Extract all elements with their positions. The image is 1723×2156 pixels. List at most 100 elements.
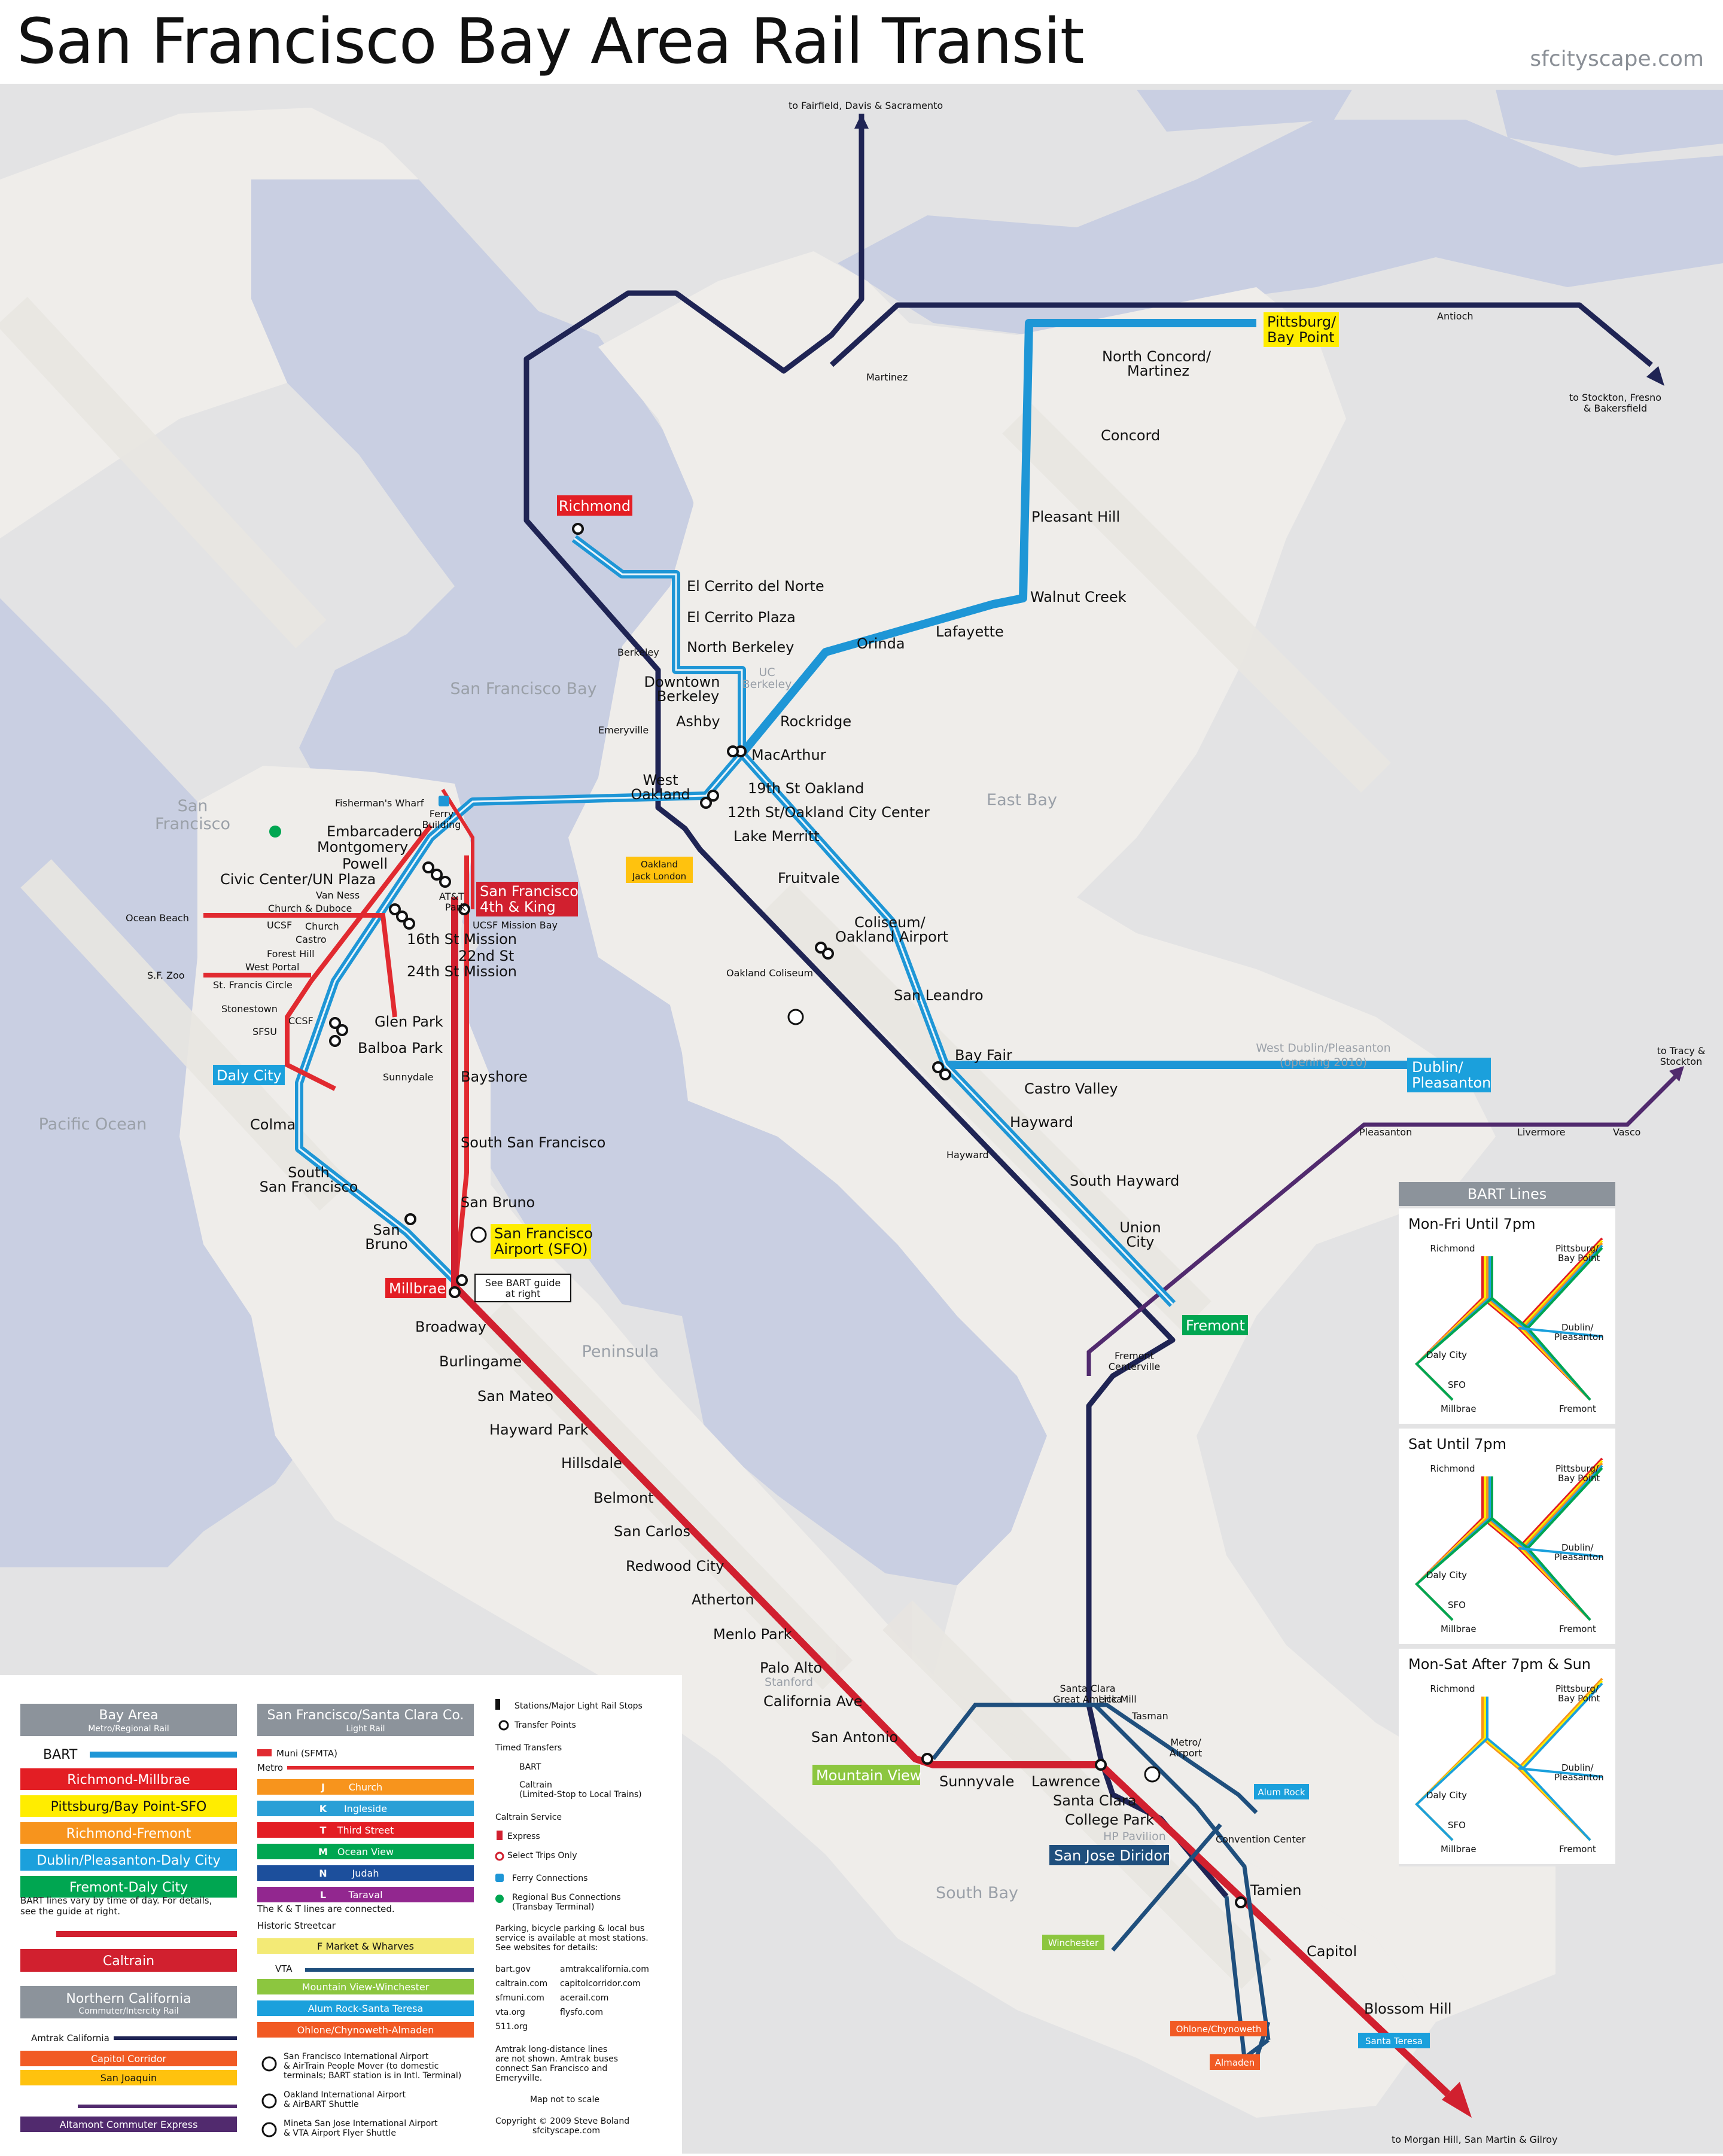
legend-historic: Historic Streetcar <box>257 1920 336 1931</box>
bart-guide-line <box>1486 1242 1603 1330</box>
legend-bart-line-box <box>20 1849 237 1871</box>
bart-guide-label: Pittsburg/ <box>1555 1243 1599 1254</box>
station-st-francis-circle: St. Francis Circle <box>213 979 293 991</box>
airport-icon-sjc <box>1144 1766 1161 1783</box>
legend-bart-line-label: Fremont-Daly City <box>69 1880 188 1895</box>
region-label-east-bay: East Bay <box>987 791 1057 809</box>
bart-guide-line <box>1518 1327 1603 1338</box>
bart-guide-line <box>1518 1547 1603 1558</box>
bart-guide-line <box>1484 1240 1603 1330</box>
station-uc-berkeley-2: Berkeley <box>742 678 792 691</box>
legend-muni-line-letter: L <box>320 1889 326 1901</box>
see-bart-guide-1: See BART guide <box>485 1277 561 1289</box>
legend-norcal-header <box>20 1986 237 2018</box>
bart-guide-label: Dublin/ <box>1561 1542 1594 1553</box>
station-22nd-st: 22nd St <box>458 948 514 964</box>
bart-guide-label: SFO <box>1448 1380 1466 1390</box>
bart-guide-line <box>1488 1464 1603 1550</box>
legend-muni-line-box <box>257 1844 474 1859</box>
legend-website: sfmuni.com <box>495 1993 544 2003</box>
legend-amtrak: Amtrak California <box>31 2033 109 2044</box>
amtrak-martinez: Martinez <box>866 371 908 383</box>
terminal-san-jose-diridon-label: San Jose Diridon <box>1054 1847 1171 1864</box>
station-west-dublin-2: (opening 2010) <box>1280 1056 1367 1069</box>
amtrak-emeryville: Emeryville <box>598 724 649 736</box>
terminal-pittsburg <box>1264 312 1339 347</box>
bart-guide-label: Millbrae <box>1441 1403 1477 1414</box>
regional-bus-icon <box>269 826 281 838</box>
station-church: Church <box>305 921 339 932</box>
vta-tasman: Tasman <box>1131 1710 1168 1722</box>
legend-muni-line-label: Ocean View <box>337 1846 394 1857</box>
station-south-sf-1: South <box>288 1164 330 1181</box>
legend-website: 511.org <box>495 2022 528 2032</box>
station-19th-st: 19th St Oakland <box>748 780 864 797</box>
legend-vta: VTA <box>275 1963 293 1974</box>
terminal-sf-4th-king-label-1: San Francisco <box>480 883 579 900</box>
region-label-sf-bay: San Francisco Bay <box>450 680 596 698</box>
legend-muni-line-label: Judah <box>352 1868 379 1879</box>
bart-guide-line <box>1527 1327 1591 1401</box>
legend-sjc-note-2: & VTA Airport Flyer Shuttle <box>284 2128 396 2138</box>
legend-amtrak-note-3: connect San Francisco and <box>495 2064 607 2073</box>
station-burlingame: Burlingame <box>439 1353 522 1370</box>
terminal-santa-teresa <box>1358 2033 1430 2048</box>
rail-map: San Francisco Bay San Francisco Pacific … <box>0 84 1723 2154</box>
legend-bart-line-label: Dublin/Pleasanton-Daly City <box>36 1853 220 1868</box>
terminal-sf-4th-king <box>476 882 578 916</box>
station-sfsu: SFSU <box>252 1026 277 1037</box>
station-tamien: Tamien <box>1250 1882 1301 1899</box>
station-24th-st: 24th St Mission <box>407 963 517 980</box>
terminal-richmond <box>557 495 632 516</box>
legend-norcal-title: Northern California <box>66 1991 191 2006</box>
legend-sfsc-sub: Light Rail <box>346 1724 385 1734</box>
legend-scale: Map not to scale <box>530 2095 599 2105</box>
airport-icon-sfo <box>470 1226 487 1243</box>
terminal-daly-city <box>213 1065 285 1085</box>
station-downtown-berkeley-2: Berkeley <box>657 688 720 705</box>
bart-guide-line <box>1415 1297 1493 1401</box>
bart-guide-label: Millbrae <box>1441 1624 1477 1634</box>
station-sf-zoo: S.F. Zoo <box>147 970 185 981</box>
legend-metro-swatch <box>287 1766 474 1770</box>
station-glen-park: Glen Park <box>375 1013 443 1030</box>
label-to-stockton-2: & Bakersfield <box>1584 403 1647 414</box>
bart-guide-label: SFO <box>1448 1600 1466 1610</box>
station-ccsf: CCSF <box>288 1015 313 1027</box>
station-union-city-1: Union <box>1119 1219 1161 1236</box>
water <box>0 90 1723 1585</box>
region-label-peninsula: Peninsula <box>582 1342 659 1361</box>
amtrak-oakland-coliseum: Oakland Coliseum <box>726 967 813 979</box>
terminal-fremont-label: Fremont <box>1186 1317 1245 1334</box>
station-walnut-creek: Walnut Creek <box>1030 589 1127 605</box>
station-civic-center: Civic Center/UN Plaza <box>220 871 376 888</box>
ferry-icon <box>439 796 449 806</box>
bart-guide-line <box>1481 1677 1603 1770</box>
station-att-park-1: AT&T <box>439 891 464 902</box>
bart-guide-label: Pleasanton <box>1554 1332 1604 1342</box>
station-san-antonio: San Antonio <box>811 1729 898 1746</box>
land-shading <box>0 297 1391 1989</box>
see-bart-guide-box <box>474 1274 571 1302</box>
legend-vta-swatch <box>305 1968 474 1972</box>
label-to-stockton-1: to Stockton, Fresno <box>1569 392 1661 403</box>
legend-muni-line-box <box>257 1779 474 1795</box>
station-lake-merritt: Lake Merritt <box>733 828 820 845</box>
bart-guide-label: Daly City <box>1426 1570 1467 1581</box>
station-van-ness: Van Ness <box>316 890 360 901</box>
region-label-sf-2: Francisco <box>155 815 230 833</box>
station-north-concord-1: North Concord/ <box>1102 348 1211 365</box>
bart-guide-header <box>1399 1182 1615 1206</box>
legend-muni-line-box <box>257 1887 474 1902</box>
legend-bart-swatch <box>90 1752 237 1758</box>
station-south-sf-2: San Francisco <box>260 1179 358 1195</box>
terminal-jack-london-label-2: Jack London <box>632 871 686 882</box>
terminal-sfo-label-1: San Francisco <box>494 1225 593 1242</box>
vta-convention-center: Convention Center <box>1216 1834 1306 1845</box>
bart-guide-line <box>1484 1680 1603 1770</box>
station-union-city-2: City <box>1126 1234 1154 1250</box>
bart-guide-line <box>1491 1467 1603 1550</box>
legend-sfo-note-2: & AirTrain People Mover (to domestic <box>284 2061 439 2071</box>
